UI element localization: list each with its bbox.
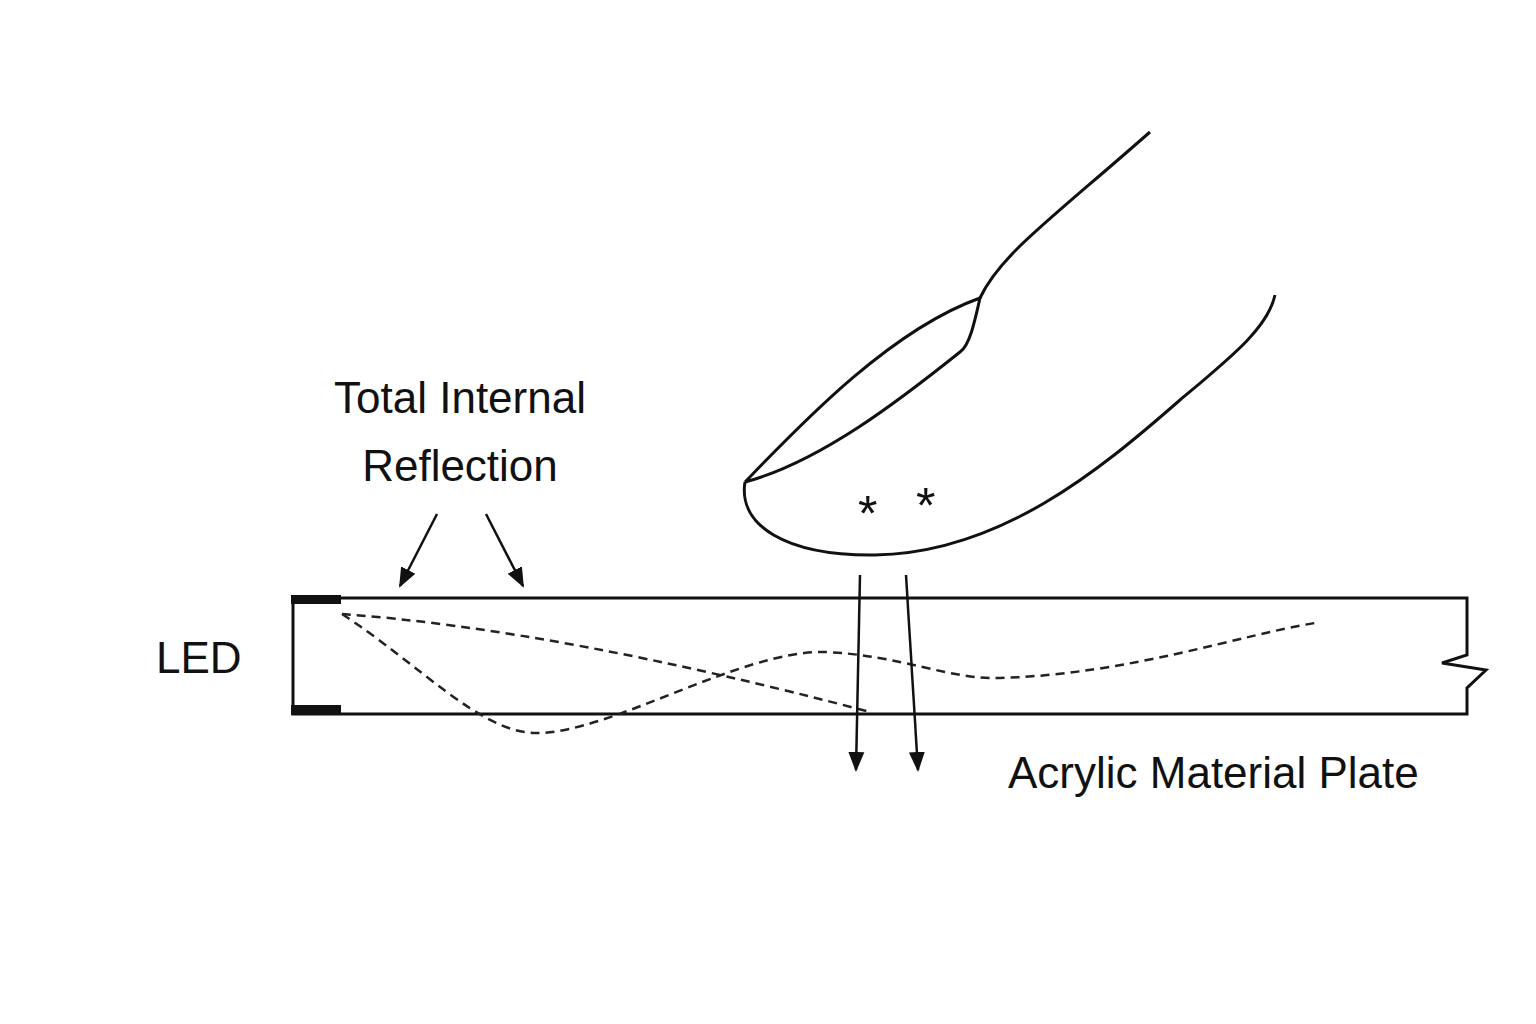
- part-label: LED: [156, 624, 242, 692]
- led-bottom: [291, 705, 341, 715]
- scatter-arrow: [906, 575, 918, 770]
- callout-arrow: [486, 514, 523, 586]
- light-rays: [342, 614, 1315, 733]
- scatter-arrow: [856, 575, 860, 770]
- led-top: [291, 595, 341, 604]
- part-label: Acrylic Material Plate: [1008, 739, 1419, 807]
- callout-arrow: [400, 514, 437, 586]
- contact-mark: *: [916, 472, 935, 540]
- contact-mark: *: [858, 480, 877, 548]
- finger: [744, 132, 1275, 555]
- acrylic-plate: [293, 598, 1486, 714]
- callout-label: Total Internal Reflection: [290, 364, 630, 500]
